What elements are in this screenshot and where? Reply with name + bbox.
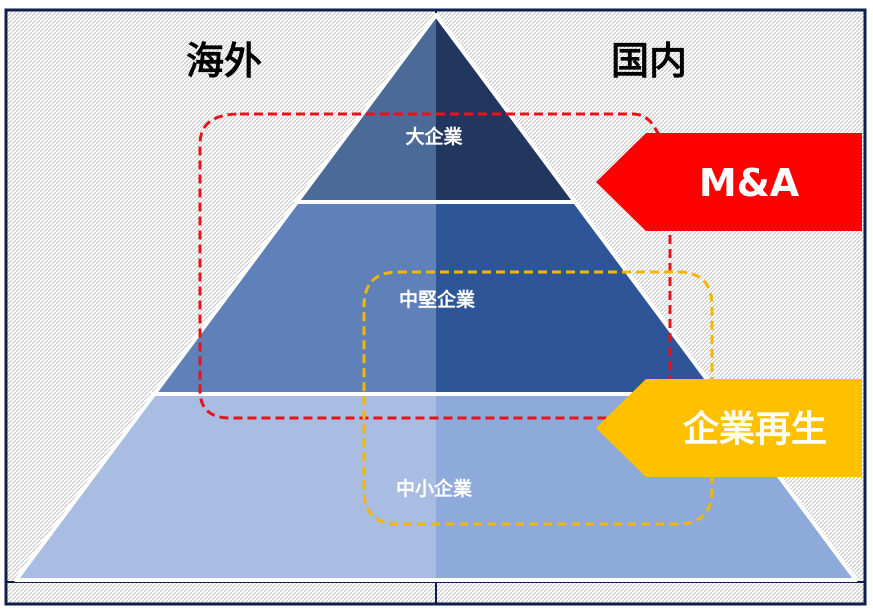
overseas-label: 海外 [186,39,262,83]
ma-arrow-label: M&A [699,161,800,205]
revival-arrow [596,379,862,477]
ma-arrow [596,133,862,231]
tier-small-label: 中小企業 [396,477,473,500]
tier-mid-label: 中堅企業 [399,288,476,311]
revival-scope-outline [362,270,714,526]
tier-large-label: 大企業 [405,125,463,148]
tier-mid-right [436,202,718,394]
revival-arrow-label: 企業再生 [683,408,827,450]
domestic-label: 国内 [611,39,687,83]
pyramid-outline [14,13,858,582]
